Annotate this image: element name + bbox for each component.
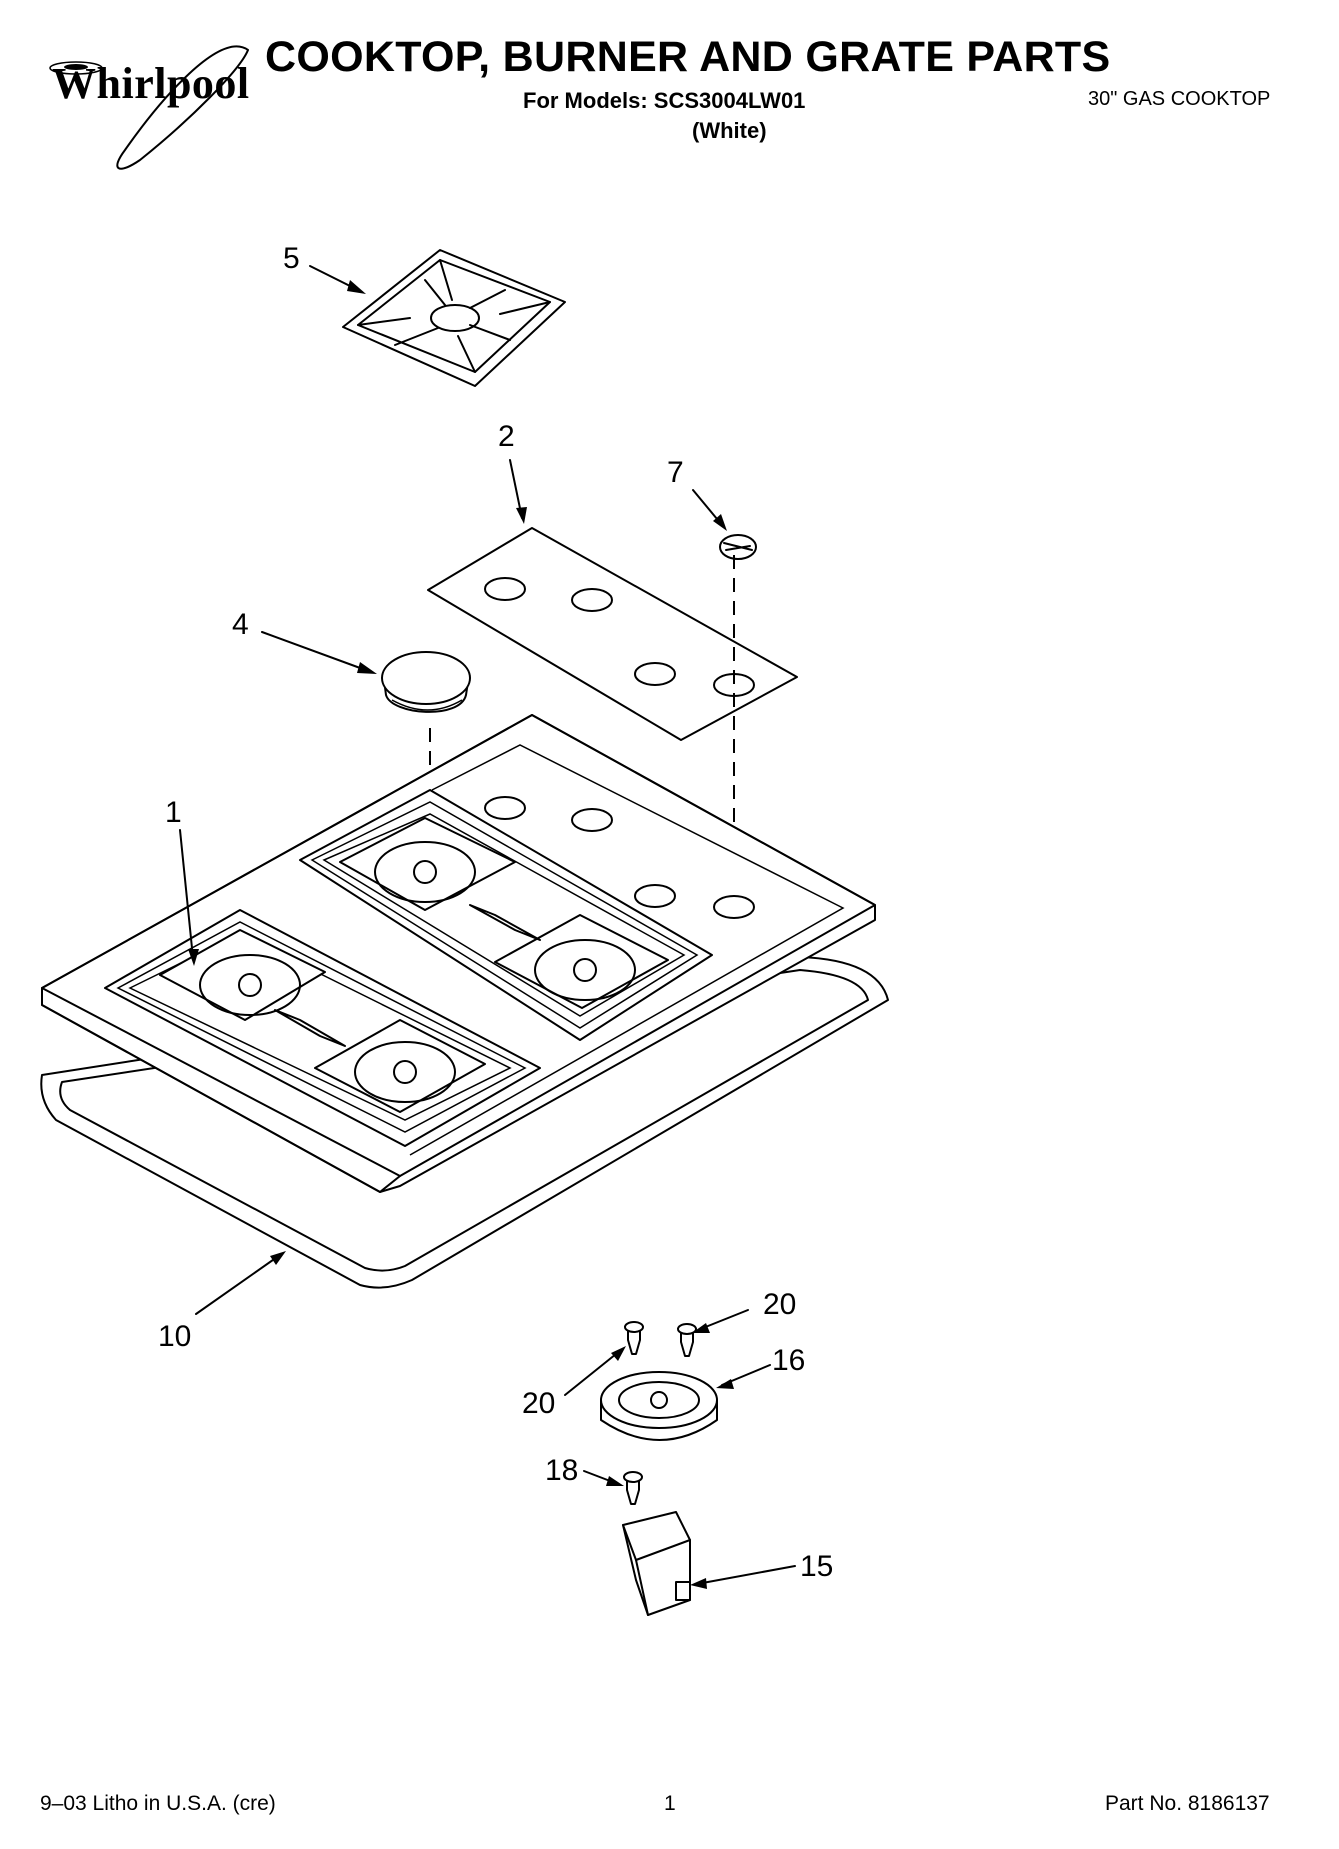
callout-part-4: 4 <box>232 608 249 641</box>
callout-part-20-left: 20 <box>522 1387 555 1420</box>
logo-swoosh-icon <box>49 45 249 170</box>
callout-part-5: 5 <box>283 242 300 275</box>
burner-base-icon <box>600 1371 718 1441</box>
grate-icon <box>342 249 566 387</box>
burner-bracket-icon <box>622 1511 691 1616</box>
color-line: (White) <box>692 118 767 143</box>
screw-icon <box>677 1323 697 1357</box>
screw-icon <box>624 1321 644 1355</box>
burner-assembly-icon <box>339 817 516 911</box>
burner-cap-icon <box>381 651 471 713</box>
page-title: COOKTOP, BURNER AND GRATE PARTS <box>265 33 1111 81</box>
model-line: For Models: SCS3004LW01 <box>523 88 806 113</box>
screw-icon <box>623 1471 643 1505</box>
callout-part-1: 1 <box>165 796 182 829</box>
callout-part-15: 15 <box>800 1550 833 1583</box>
callout-labels: 5 2 7 4 1 10 20 20 16 18 15 <box>158 242 833 1583</box>
callout-part-7: 7 <box>667 456 684 489</box>
callout-part-18: 18 <box>545 1454 578 1487</box>
litho-note: 9–03 Litho in U.S.A. (cre) <box>40 1792 276 1815</box>
callout-part-2: 2 <box>498 420 515 453</box>
control-panel-overlay-icon <box>427 527 798 741</box>
callout-arrows <box>179 265 796 1589</box>
product-type: 30" GAS COOKTOP <box>1088 88 1271 110</box>
cooktop-panel-icon <box>41 714 876 1193</box>
callout-part-20-right: 20 <box>763 1288 796 1321</box>
burner-assembly-icon <box>159 929 326 1021</box>
burner-assembly-icon <box>314 1019 486 1113</box>
callout-part-16: 16 <box>772 1344 805 1377</box>
part-number: Part No. 8186137 <box>1105 1792 1270 1815</box>
control-knob-icon <box>719 534 757 560</box>
callout-part-10: 10 <box>158 1320 191 1353</box>
page-number: 1 <box>664 1792 676 1815</box>
